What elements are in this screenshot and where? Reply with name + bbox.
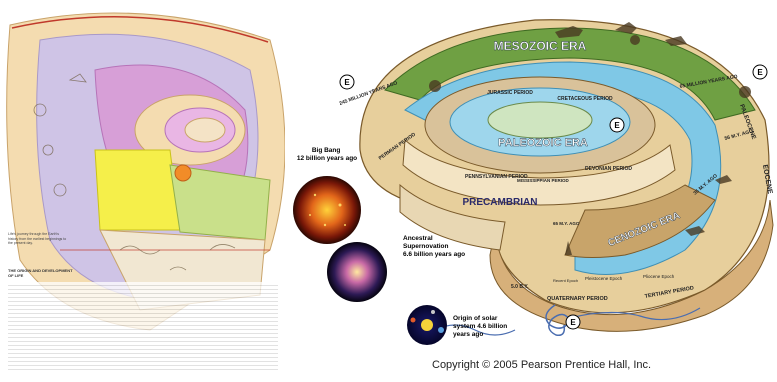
- left-caption: Life's journey through the Earth's histo…: [8, 232, 68, 246]
- left-spiral-diagram: THE ORIGIN AND DEVELOPMENT OF LIFE Life'…: [0, 0, 285, 377]
- tree-3: [630, 35, 640, 45]
- mesozoic-label: MESOZOIC ERA: [494, 39, 587, 53]
- devonian-label: DEVONIAN PERIOD: [585, 166, 632, 172]
- precambrian-label: PRECAMBRIAN: [463, 197, 538, 208]
- sun-marker: [175, 165, 191, 181]
- svg-text:E: E: [757, 68, 763, 77]
- quaternary-label: QUATERNARY PERIOD: [547, 296, 608, 302]
- pleistocene-label: Pleistocene Epoch: [585, 276, 623, 281]
- mississippian-label: MISSISSIPPIAN PERIOD: [517, 178, 570, 183]
- age-5by-label: 5.0 B.Y.: [511, 284, 529, 290]
- svg-text:E: E: [570, 318, 576, 327]
- yellow-band: [95, 150, 180, 230]
- copyright-notice: Copyright © 2005 Pearson Prentice Hall, …: [432, 359, 651, 371]
- svg-text:E: E: [614, 121, 620, 130]
- pliocene-label: Pliocene Epoch: [643, 274, 675, 279]
- cretaceous-label: CRETACEOUS PERIOD: [557, 96, 613, 102]
- left-text-block: [8, 282, 278, 370]
- svg-text:E: E: [344, 78, 350, 87]
- paleozoic-label: PALEOZOIC ERA: [498, 137, 588, 149]
- left-title: THE ORIGIN AND DEVELOPMENT OF LIFE: [8, 268, 78, 278]
- geologic-time-spiral: E E E E MESOZOIC ERA PALEOZOIC ERA PRECA…: [285, 0, 777, 377]
- inner-ring-3: [185, 118, 225, 142]
- tree-1: [429, 80, 441, 92]
- big-bang-image: [293, 176, 361, 244]
- jurassic-label: JURASSIC PERIOD: [487, 90, 533, 96]
- age-65my-label: 65 M.Y. AGO: [553, 221, 580, 226]
- supernova-image: [327, 242, 387, 302]
- inner-core: [488, 102, 592, 138]
- big-bang-label: Big Bang 12 billion years ago: [297, 147, 357, 162]
- tree-2: [739, 86, 751, 98]
- recent-label: Recent Epoch: [553, 278, 578, 283]
